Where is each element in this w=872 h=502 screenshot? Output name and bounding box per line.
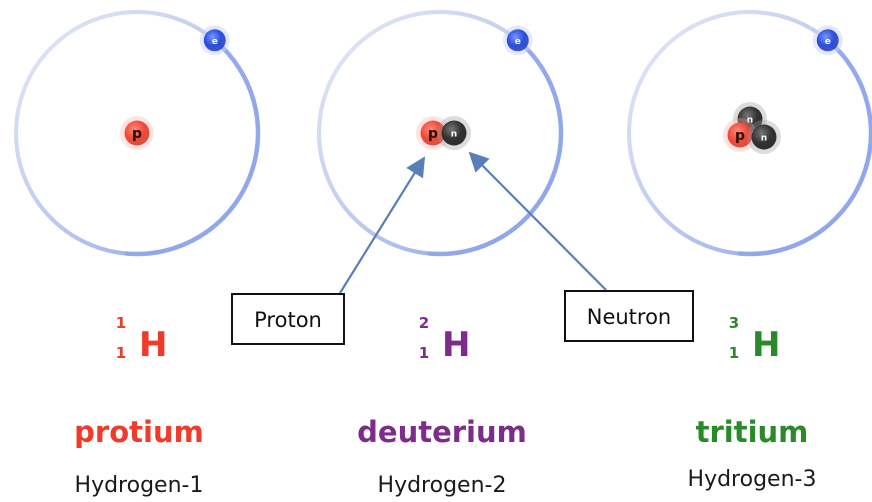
mass-number: 1 [116, 314, 126, 332]
orbit-path [427, 38, 564, 257]
nucleus: p [120, 116, 154, 150]
isotope-name: deuterium [357, 415, 527, 449]
isotope-name: tritium [696, 415, 809, 449]
neutron: n [437, 116, 471, 150]
electron: e [812, 25, 843, 56]
atomic-number: 1 [419, 344, 429, 362]
atom-protium: ep [14, 10, 261, 257]
electron: e [502, 25, 533, 56]
neutron-label: n [747, 116, 753, 126]
proton-arrow [339, 156, 426, 294]
proton: p [120, 116, 154, 150]
neutron-label: n [761, 134, 767, 144]
proton-callout: Proton [231, 293, 345, 345]
mass-number: 2 [419, 314, 429, 332]
electron-label: e [212, 37, 218, 47]
isotope-subtitle: Hydrogen-2 [378, 473, 507, 498]
atomic-number: 1 [116, 344, 126, 362]
proton: p [723, 118, 757, 152]
proton-label: p [428, 126, 438, 142]
neutron-callout-label: Neutron [587, 305, 672, 329]
orbit-path [737, 38, 872, 257]
proton-callout-label: Proton [254, 308, 322, 332]
orbit-path [124, 38, 261, 257]
proton-label: p [735, 128, 745, 144]
electron: e [199, 25, 230, 56]
isotope-subtitle: Hydrogen-1 [75, 473, 204, 498]
neutron: n [747, 120, 781, 154]
element-symbol: H [442, 325, 470, 365]
neutron-arrow [468, 151, 607, 291]
proton-label: p [132, 126, 142, 142]
mass-number: 3 [729, 314, 739, 332]
element-symbol: H [139, 325, 167, 365]
atomic-number: 1 [729, 344, 739, 362]
electron-label: e [825, 37, 831, 47]
electron-label: e [515, 37, 521, 47]
isotope-subtitle: Hydrogen-3 [688, 467, 817, 492]
isotope-name: protium [74, 415, 204, 449]
element-symbol: H [752, 325, 780, 365]
neutron-callout: Neutron [564, 290, 694, 342]
neutron-label: n [451, 130, 457, 140]
proton: p [416, 116, 450, 150]
